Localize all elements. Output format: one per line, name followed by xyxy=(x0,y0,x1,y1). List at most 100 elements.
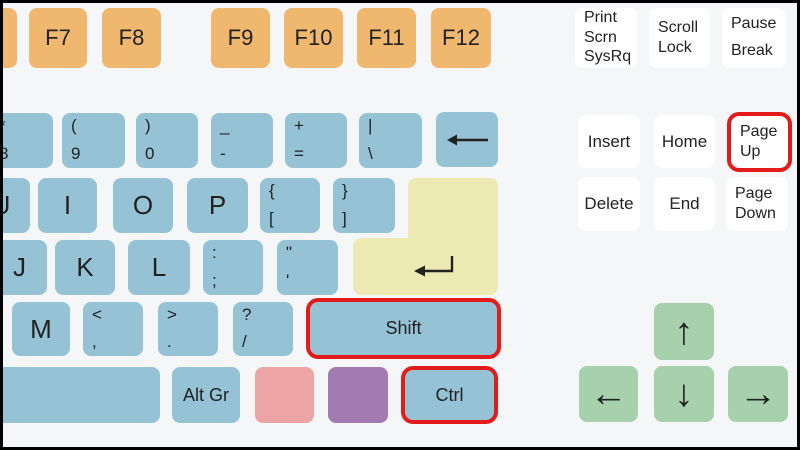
key-label: F12 xyxy=(442,25,480,50)
key-space-partial[interactable] xyxy=(0,367,160,423)
key-bracket-close[interactable]: }] xyxy=(333,178,395,233)
key-label: F8 xyxy=(118,25,145,50)
key-pink-blank[interactable] xyxy=(255,367,314,423)
key-backslash-pipe[interactable]: |\ xyxy=(359,113,422,168)
key-label-top: ( xyxy=(71,116,77,135)
key-label: I xyxy=(63,190,72,220)
key-label: P xyxy=(208,190,227,220)
key-f12[interactable]: F12 xyxy=(431,8,491,68)
key-p[interactable]: P xyxy=(187,178,248,233)
key-purple-blank[interactable] xyxy=(328,367,388,423)
key-label: Delete xyxy=(584,194,634,213)
key-f7[interactable]: F7 xyxy=(29,8,87,68)
key-slash-question[interactable]: ?/ xyxy=(233,302,293,356)
key-home[interactable]: Home xyxy=(654,115,715,168)
key-label-bottom: [ xyxy=(269,209,274,228)
key-comma-less[interactable]: <, xyxy=(83,302,143,356)
key-f8[interactable]: F8 xyxy=(102,8,161,68)
key-f9[interactable]: F9 xyxy=(211,8,270,68)
key-label: Home xyxy=(661,131,708,151)
key-alt-gr[interactable]: Alt Gr xyxy=(172,367,240,423)
key-period-greater[interactable]: >. xyxy=(158,302,218,356)
key-label-bottom: ' xyxy=(286,271,290,290)
key-label-bottom: 8 xyxy=(0,144,9,163)
key-label: Ctrl xyxy=(435,384,464,405)
key-num-0[interactable]: )0 xyxy=(136,113,198,168)
key-bracket-open[interactable]: {[ xyxy=(260,178,320,233)
key-enter-top[interactable] xyxy=(408,178,498,244)
key-u[interactable]: U xyxy=(0,178,30,233)
key-label-bottom: . xyxy=(167,332,172,351)
key-label-top: ? xyxy=(242,305,252,324)
key-arrow-up[interactable]: ↑ xyxy=(654,303,714,360)
key-j[interactable]: J xyxy=(0,240,47,295)
key-label-bottom: ; xyxy=(212,271,217,290)
key-label-top: | xyxy=(368,116,373,135)
key-label-bottom: 9 xyxy=(71,144,81,163)
key-label-line: Print xyxy=(584,8,617,26)
key-label-bottom: ] xyxy=(342,209,347,228)
key-label-line: Page xyxy=(735,184,773,202)
key-l[interactable]: L xyxy=(128,240,190,295)
key-i[interactable]: I xyxy=(38,178,97,233)
key-label-line: Scroll xyxy=(658,18,699,36)
enter-return-arrow-icon xyxy=(406,254,460,280)
key-num-8-partial[interactable]: *8 xyxy=(0,113,53,168)
key-arrow-down[interactable]: ↓ xyxy=(654,366,714,422)
key-label-line: Up xyxy=(740,142,761,160)
key-m[interactable]: M xyxy=(12,302,70,356)
key-backspace[interactable] xyxy=(436,112,498,167)
backspace-arrow-icon xyxy=(444,132,490,148)
key-label-bottom: = xyxy=(294,144,304,163)
key-label: F7 xyxy=(45,25,71,50)
key-label: K xyxy=(76,252,94,282)
key-k[interactable]: K xyxy=(55,240,115,295)
key-apostrophe-quote[interactable]: "' xyxy=(277,240,338,295)
key-arrow-right[interactable]: → xyxy=(728,366,788,422)
key-f11[interactable]: F11 xyxy=(357,8,416,68)
key-label-line: Pause xyxy=(731,15,777,32)
key-label-top: { xyxy=(269,181,275,200)
key-label: End xyxy=(669,194,700,213)
key-label-top: } xyxy=(342,181,348,200)
key-label: O xyxy=(132,190,154,220)
key-label-line: Lock xyxy=(658,38,692,56)
arrow-left-icon: ← xyxy=(589,373,628,415)
key-label-bottom: 0 xyxy=(145,144,155,163)
key-label-line: SysRq xyxy=(584,48,632,66)
key-num-9[interactable]: (9 xyxy=(62,113,125,168)
key-equals-plus[interactable]: += xyxy=(285,113,347,168)
key-label-line: Page xyxy=(740,122,778,140)
key-label: F11 xyxy=(368,25,405,50)
key-f10[interactable]: F10 xyxy=(284,8,343,68)
key-label: M xyxy=(30,313,52,344)
key-label: U xyxy=(0,190,11,220)
key-label-top: * xyxy=(0,117,6,134)
key-label: Insert xyxy=(587,131,631,151)
key-delete[interactable]: Delete xyxy=(578,177,640,231)
key-enter-bottom[interactable] xyxy=(353,238,498,295)
key-o[interactable]: O xyxy=(113,178,173,233)
arrow-down-icon: ↓ xyxy=(674,373,694,415)
key-end[interactable]: End xyxy=(654,177,715,231)
key-label: J xyxy=(13,252,26,282)
key-label-top: ) xyxy=(145,116,151,135)
key-minus-underscore[interactable]: _- xyxy=(211,113,273,168)
key-partial-top-left[interactable] xyxy=(0,8,17,68)
key-insert[interactable]: Insert xyxy=(578,115,640,168)
key-label-line: Down xyxy=(735,204,776,222)
key-label: Alt Gr xyxy=(182,384,229,405)
key-shift[interactable]: Shift xyxy=(310,302,497,355)
key-arrow-left[interactable]: ← xyxy=(579,366,638,422)
key-ctrl[interactable]: Ctrl xyxy=(405,370,494,420)
key-label: F10 xyxy=(294,25,333,50)
key-label-line: Scrn xyxy=(584,28,617,46)
key-semicolon-colon[interactable]: :; xyxy=(203,240,263,295)
